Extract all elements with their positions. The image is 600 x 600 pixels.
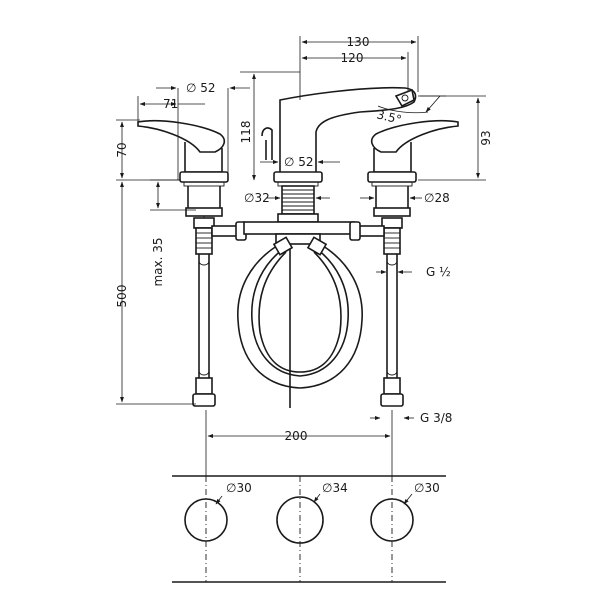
label-g38: G 3/8 xyxy=(420,411,452,425)
label-200: 200 xyxy=(285,429,308,443)
label-g12: G ½ xyxy=(426,265,451,279)
dim-130-120: 130 120 xyxy=(299,35,419,100)
label-70: 70 xyxy=(115,142,129,157)
label-dia52-spout: ∅ 52 xyxy=(284,155,314,169)
label-hole30-left: ∅30 xyxy=(226,481,252,495)
dim-dia52-spout: ∅ 52 xyxy=(260,155,340,169)
label-hole30-right: ∅30 xyxy=(414,481,440,495)
label-93: 93 xyxy=(479,130,493,145)
right-handle xyxy=(367,119,459,217)
dim-g38: G 3/8 xyxy=(370,411,452,425)
left-valve xyxy=(192,217,247,407)
label-max35: max. 35 xyxy=(151,237,165,286)
dim-200: 200 xyxy=(205,410,393,476)
dim-angle: 3.5° xyxy=(375,95,446,127)
dim-70: 70 xyxy=(115,119,180,181)
label-120: 120 xyxy=(341,51,364,65)
label-dia32: ∅32 xyxy=(244,191,270,205)
hole-left xyxy=(184,498,228,542)
dim-g12: G ½ xyxy=(376,265,451,279)
label-dia52-top: ∅ 52 xyxy=(186,81,216,95)
dim-max35: max. 35 xyxy=(150,179,196,287)
mounting-holes: ∅30 ∅34 ∅30 xyxy=(172,475,446,583)
label-130: 130 xyxy=(347,35,370,49)
dim-118: 118 xyxy=(239,71,300,181)
dim-dia28: ∅28 xyxy=(360,191,450,205)
dim-93: 93 xyxy=(418,95,493,181)
label-angle: 3.5° xyxy=(375,107,403,127)
dim-500: 500 xyxy=(115,181,196,405)
right-valve xyxy=(349,217,404,407)
hole-right xyxy=(370,498,414,542)
label-71: 71 xyxy=(163,97,178,111)
center-spout xyxy=(237,86,417,408)
hole-center xyxy=(276,496,324,544)
dim-dia52-top: ∅ 52 xyxy=(156,81,250,180)
label-dia28: ∅28 xyxy=(424,191,450,205)
label-hole34: ∅34 xyxy=(322,481,348,495)
dim-71: 71 xyxy=(137,96,205,124)
label-500: 500 xyxy=(115,285,129,308)
label-118: 118 xyxy=(239,121,253,144)
dim-dia32: ∅32 xyxy=(244,191,330,205)
